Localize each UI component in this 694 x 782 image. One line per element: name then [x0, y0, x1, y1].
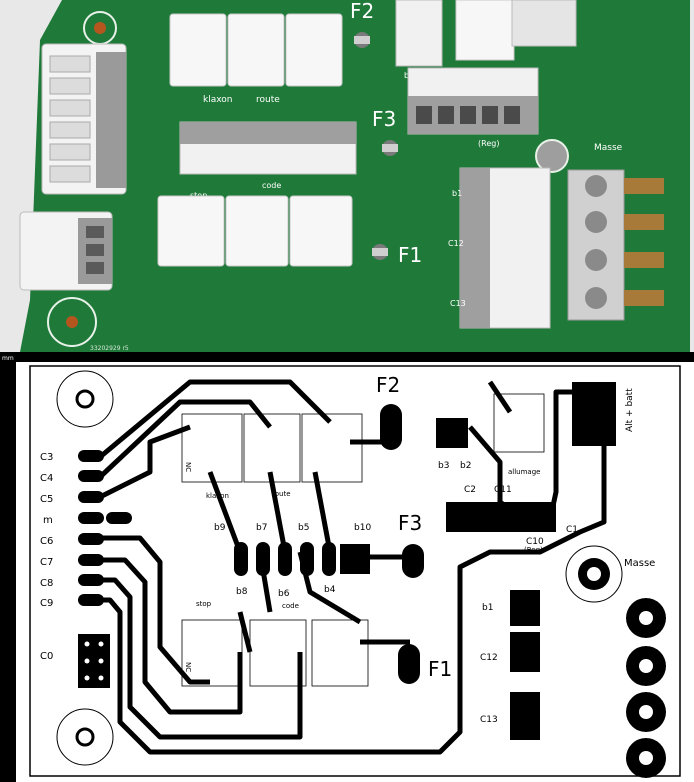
label-c6: C6: [40, 536, 53, 547]
pcb-layout-drawing: mm NC NC C: [0, 352, 694, 782]
svg-text:allumage: allumage: [508, 468, 540, 476]
svg-text:C13: C13: [480, 715, 498, 725]
top-right-connectors: [395, 0, 577, 67]
photo-board-code: 33202929 r5: [90, 345, 129, 352]
svg-text:C12: C12: [480, 653, 498, 663]
photo-fuse-f1: F1: [398, 243, 422, 267]
relay-nc-labels: NC NC: [184, 462, 192, 672]
svg-text:code: code: [282, 602, 299, 610]
label-c0: C0: [40, 651, 53, 662]
photo-label-route: route: [256, 95, 280, 105]
label-c3: C3: [40, 452, 53, 463]
right-vertical-connector: [459, 167, 551, 329]
bottom-relays: [157, 195, 353, 267]
left-lower-terminal: [19, 211, 113, 291]
b-connector-pads: [234, 382, 616, 740]
spade-terminals: [567, 169, 664, 321]
layout-fuse-f1: F1: [428, 657, 452, 681]
layout-fuse-f3: F3: [398, 511, 422, 535]
photo-label-b1: b1: [452, 189, 462, 198]
top-ruler: [0, 352, 694, 362]
masse-lug: [535, 139, 569, 173]
svg-text:b8: b8: [236, 587, 248, 597]
fuse-f3: [382, 140, 398, 156]
label-c9: C9: [40, 598, 53, 609]
svg-text:b2: b2: [460, 461, 471, 471]
svg-text:b5: b5: [298, 523, 309, 533]
top-relays: [169, 13, 343, 87]
board-outline: [29, 365, 681, 777]
svg-text:(Reg): (Reg): [524, 546, 543, 554]
reg-connector: [407, 67, 539, 135]
photo-fuse-f3: F3: [372, 107, 396, 131]
photo-label-code: code: [262, 181, 281, 190]
label-c4: C4: [40, 473, 53, 484]
relay-labels: klaxon route stop code allumage (Reg): [196, 468, 543, 610]
left-ruler: [0, 352, 16, 782]
photo-label-reg: (Reg): [478, 139, 499, 148]
copper-traces: [98, 379, 607, 755]
svg-text:b9: b9: [214, 523, 226, 533]
left-terminal-block: [41, 43, 127, 195]
fuse-pads: [380, 404, 424, 684]
mount-hole: [47, 297, 97, 347]
svg-text:C10: C10: [526, 537, 544, 547]
svg-text:b6: b6: [278, 589, 290, 599]
mount-hole: [56, 708, 114, 766]
photo-label-klaxon: klaxon: [203, 95, 233, 105]
left-connector-labels: C3 C4 C5 m C6 C7 C8 C9 C0: [40, 452, 53, 662]
fuse-f1: [372, 244, 388, 260]
svg-text:b1: b1: [482, 603, 493, 613]
middle-connector-row: [179, 121, 357, 175]
svg-text:C1: C1: [566, 525, 578, 535]
assembled-board-photo: klaxon route F2 F3 F1 stop code b3 (Reg)…: [0, 0, 694, 352]
photo-label-c12: C12: [448, 239, 464, 248]
photo-label-masse: Masse: [594, 143, 623, 153]
power-terminal-pads: [626, 598, 666, 778]
svg-text:C11: C11: [494, 485, 512, 495]
svg-text:C2: C2: [464, 485, 476, 495]
fuse-f2: [354, 32, 370, 48]
svg-text:stop: stop: [196, 600, 212, 608]
b-labels: b9 b7 b5 b10 b8 b6 b4 b3 b2 b1: [214, 461, 493, 613]
photo-label-c13: C13: [450, 299, 466, 308]
mount-hole: [56, 370, 114, 428]
c0-connector: [78, 634, 110, 688]
svg-text:klaxon: klaxon: [206, 492, 229, 500]
svg-text:b7: b7: [256, 523, 267, 533]
relay-footprints: [181, 393, 545, 687]
left-header-pads: [78, 450, 132, 606]
svg-text:b3: b3: [438, 461, 449, 471]
svg-text:NC: NC: [184, 462, 192, 472]
label-c7: C7: [40, 557, 53, 568]
label-c8: C8: [40, 578, 53, 589]
ruler-unit: mm: [2, 355, 14, 362]
alt-batt-label: Alt + batt: [625, 388, 635, 432]
svg-text:b10: b10: [354, 523, 371, 533]
layout-fuse-f2: F2: [376, 373, 400, 397]
svg-text:b4: b4: [324, 585, 336, 595]
masse-label: Masse: [624, 558, 655, 569]
photo-fuse-f2: F2: [350, 0, 374, 23]
label-m: m: [43, 515, 53, 526]
c-labels: C2 C11 C10 C1 C12 C13: [464, 485, 578, 725]
svg-text:NC: NC: [184, 662, 192, 672]
masse-pad: [565, 545, 623, 603]
label-c5: C5: [40, 494, 53, 505]
svg-text:route: route: [272, 490, 291, 498]
